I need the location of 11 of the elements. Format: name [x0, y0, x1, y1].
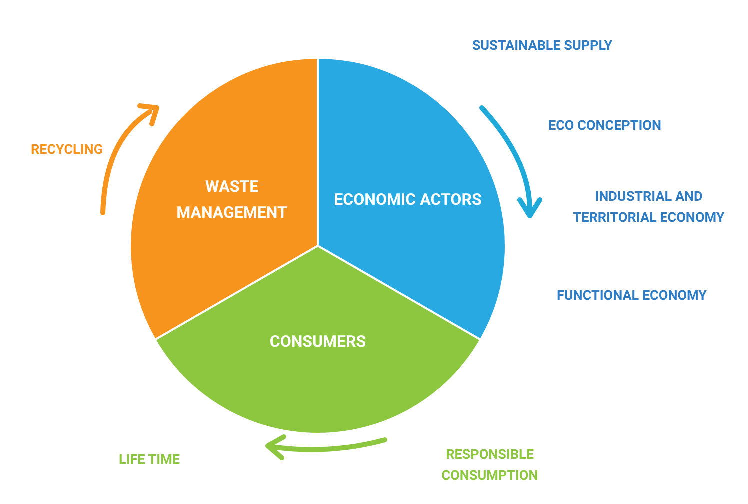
category-label: RECYCLING: [30, 141, 104, 160]
segment-title: CONSUMERS: [268, 331, 368, 353]
category-label: INDUSTRIAL AND TERRITORIAL ECONOMY: [572, 188, 726, 228]
pie-segment: [155, 246, 481, 434]
segment-title: ECONOMIC ACTORS: [333, 189, 483, 211]
category-label: ECO CONCEPTION: [547, 117, 663, 136]
segment-title: WASTE MANAGEMENT: [176, 176, 288, 224]
category-label: FUNCTIONAL ECONOMY: [556, 287, 708, 306]
category-label: RESPONSIBLE CONSUMPTION: [440, 446, 540, 486]
category-label: LIFE TIME: [118, 451, 181, 470]
category-label: SUSTAINABLE SUPPLY: [471, 37, 614, 56]
